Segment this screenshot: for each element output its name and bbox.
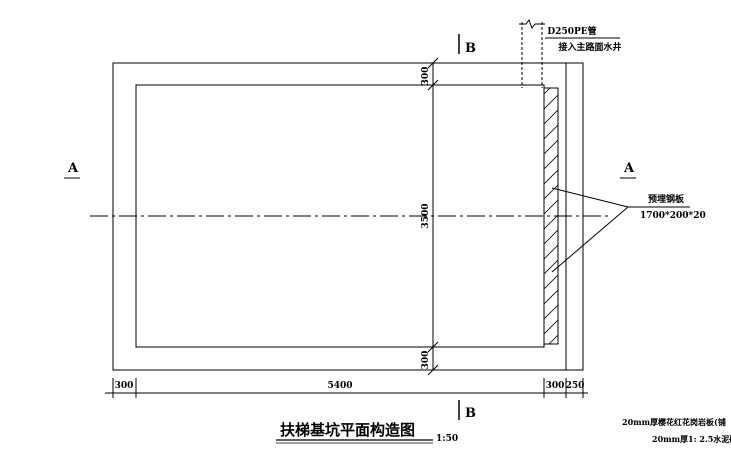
hatch-line bbox=[544, 350, 558, 364]
section-a-left: A bbox=[67, 161, 79, 176]
plate-note-line1: 预埋钢板 bbox=[648, 193, 685, 205]
section-b-top: B bbox=[465, 41, 476, 56]
hatch-line bbox=[544, 154, 558, 170]
hatch-line bbox=[544, 94, 558, 110]
dim-bottom-right-250: 250 bbox=[566, 381, 585, 391]
embedded-steel-plate bbox=[543, 87, 559, 364]
hatch-line bbox=[544, 244, 558, 260]
dim-bottom-right-300: 300 bbox=[546, 381, 565, 391]
pipe-note-line1: D250PE管 bbox=[547, 25, 596, 37]
hatch-line bbox=[544, 259, 558, 275]
drawing-scale: 1:50 bbox=[436, 434, 458, 444]
section-a-right: A bbox=[623, 161, 635, 176]
drawing-title: 扶梯基坑平面构造图 bbox=[280, 421, 415, 439]
section-b-bottom: B bbox=[465, 406, 476, 421]
pe-pipe bbox=[519, 18, 545, 88]
hatch-line bbox=[544, 304, 558, 320]
hatch-line bbox=[544, 289, 558, 305]
pipe-note-line2: 接入主路面水井 bbox=[558, 41, 621, 53]
plate-note-line2: 1700*200*20 bbox=[640, 211, 706, 221]
hatch-line bbox=[544, 88, 551, 95]
hatch-line bbox=[548, 334, 558, 344]
dim-bottom-left-300: 300 bbox=[115, 381, 134, 391]
dim-bottom-300: 300 bbox=[421, 351, 431, 370]
bottom-dimension bbox=[105, 378, 588, 398]
dim-bottom-5400: 5400 bbox=[327, 381, 352, 391]
hatch-line bbox=[544, 184, 558, 200]
plate-leader bbox=[551, 187, 690, 273]
hatch-line bbox=[544, 109, 558, 125]
hatch-line bbox=[544, 274, 558, 290]
hatch-line bbox=[544, 124, 558, 140]
hatch-line bbox=[544, 169, 558, 185]
hatch-line bbox=[544, 214, 558, 230]
hatch-line bbox=[544, 199, 558, 215]
hatch-line bbox=[544, 229, 558, 245]
hatch-line bbox=[544, 139, 558, 155]
dim-top-300: 300 bbox=[421, 67, 431, 86]
side-note-line2: 20mm厚1: 2.5水泥砂 bbox=[652, 434, 731, 444]
vertical-dimension bbox=[427, 57, 439, 376]
hatch-line bbox=[544, 319, 558, 335]
side-note-line1: 20mm厚樱花红花岗岩板(铺 bbox=[622, 417, 726, 427]
dim-middle-3500: 3500 bbox=[421, 203, 431, 228]
